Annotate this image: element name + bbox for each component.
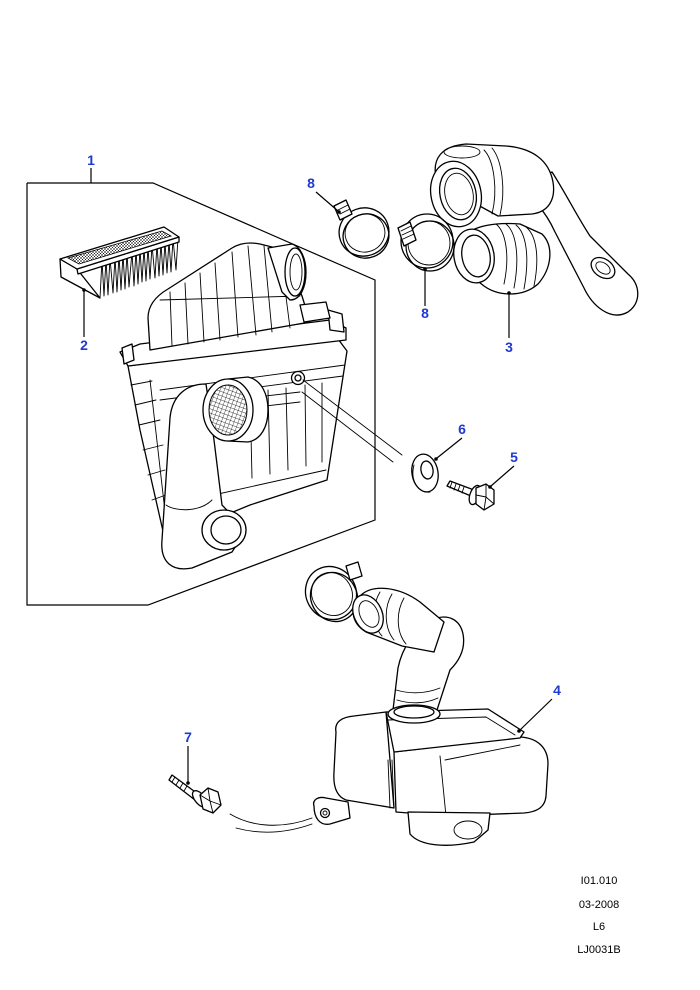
callout-8-right[interactable]: 8 [421,305,429,321]
housing-grommet-hole [294,374,302,382]
snorkel-opening-inner [289,253,303,291]
leader-line-4 [519,698,553,731]
resonator-bracket-hole-inner [322,810,328,816]
fitting-line-bolt [229,813,313,833]
housing-flange [119,319,347,367]
outlet-duct-band [165,499,213,511]
intake-hose-assembly [429,143,639,316]
callout-3[interactable]: 3 [505,339,513,355]
housing-side-rib [130,379,169,539]
clamp-worm-housing [397,221,417,247]
callout-1[interactable]: 1 [87,152,95,168]
leader-dot-8-right [423,267,427,271]
bolt-lower [168,774,222,814]
hose-clamp-upper-right [397,213,455,272]
callout-6[interactable]: 6 [458,421,466,437]
illustration-date: 03-2008 [579,899,619,911]
callout-5[interactable]: 5 [510,449,518,465]
snorkel-opening [284,247,306,297]
air-filter-element [59,226,180,299]
hose-upper-collar [483,147,504,216]
filter-pleats [99,237,179,299]
leader-dot-4 [517,729,521,733]
bolt-hex-facets [199,787,222,814]
housing-lid [147,242,311,351]
illustration-code: I01.010 [581,875,618,887]
resonator-clamp-screw [345,561,363,581]
bolt-upper [446,480,495,511]
hose-clamp-upper-left [333,199,390,259]
leader-line-8-left [315,191,339,212]
assembly-outline-box [26,182,376,606]
leader-lines [82,168,553,785]
resonator-outlet-detail [453,820,483,840]
outlet-duct-opening-inner [210,515,242,545]
leader-dot-5 [488,485,492,489]
resonator-seams [387,716,521,817]
clamp-band-outer [338,207,390,257]
callout-2[interactable]: 2 [80,337,88,353]
resonator-left-chamber [333,711,395,809]
hose-lower-corrugations [495,223,538,290]
maf-sensor-mesh [208,384,248,436]
hose-upper-opening-bore [444,172,474,216]
air-cleaner-assembly [26,182,403,606]
callout-7[interactable]: 7 [184,729,192,745]
callout-4[interactable]: 4 [553,682,561,698]
washer-edge [412,464,431,493]
callouts: 1 2 8 8 3 6 5 4 7 [80,152,561,745]
housing-clip-left [121,343,135,365]
illustration-model: L6 [593,921,605,933]
hose-upper-ridge [443,145,481,159]
bolt-thread [449,481,465,494]
leader-dot-7 [186,781,190,785]
clamp-worm-thread [400,225,415,240]
washer-hole [420,460,434,480]
illustration-footer: I01.010 03-2008 L6 LJ0031B [577,875,620,956]
leader-dot-6 [434,457,438,461]
resonator-bracket-hole [319,807,331,819]
resonator-neck-collar-inner [393,705,435,719]
bolt-thread [171,776,188,792]
resonator-clamp-edge [309,571,359,623]
hose-pipe-opening-inner [595,261,611,275]
hose-lower-opening-inner [461,234,491,278]
washer [411,453,439,493]
filter-media-mesh [66,230,173,265]
illustration-id: LJ0031B [577,944,620,956]
bolt-hex-facets [475,483,495,511]
resonator-neck-ribs [395,687,441,704]
lid-latch [299,301,331,323]
resonator-bracket [312,796,351,825]
resonator-clamp-inner [311,572,353,616]
resonator-lower-outlet [407,811,491,846]
clamp-band-inner [344,213,386,253]
resonator-right-chamber [393,736,549,817]
resonator-coupling-bore [358,600,380,628]
callout-8-left[interactable]: 8 [307,175,315,191]
clamp-screw-thread [337,204,351,215]
resonator-clamp-band [304,565,358,621]
leader-line-6 [436,437,463,459]
leader-dot-3 [507,291,511,295]
fitting-line-washer [301,379,403,463]
housing-clip-right [327,309,345,333]
leader-dot-8-left [337,210,341,214]
leader-dot-2 [82,288,86,292]
resonator [229,561,549,846]
leader-line-5 [490,465,515,487]
